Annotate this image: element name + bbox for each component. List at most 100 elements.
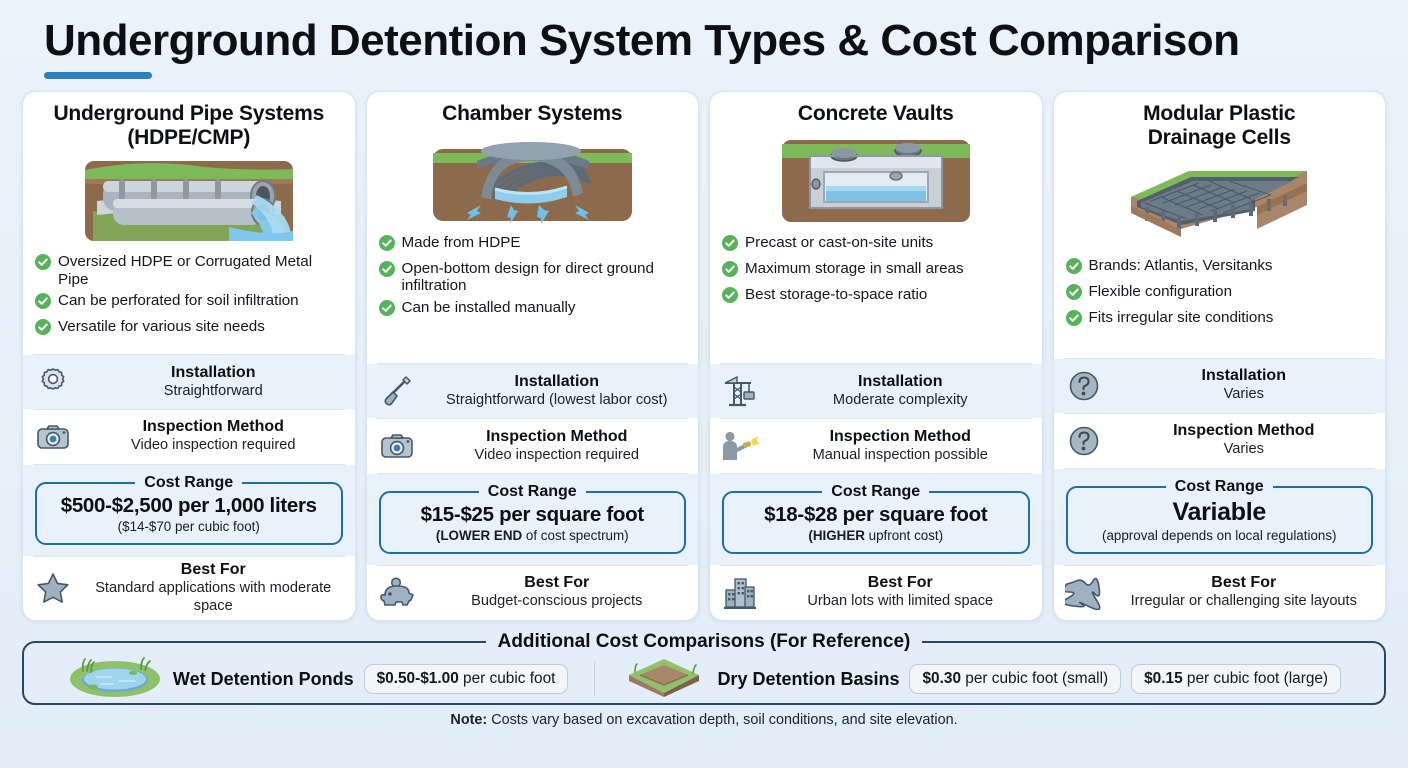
cost-range-section: Cost Range $500-$2,500 per 1,000 liters … xyxy=(23,465,355,556)
cost-subtext-rest: of cost spectrum) xyxy=(522,528,629,544)
feature-text: Open-bottom design for direct ground inf… xyxy=(401,259,654,295)
feature-item: Made from HDPE xyxy=(378,233,687,256)
installation-row: Installation Moderate complexity xyxy=(710,364,1042,419)
check-circle-icon xyxy=(378,260,395,282)
cost-amount-line: $15-$25 per square foot xyxy=(387,503,679,527)
feature-list: Precast or cast-on-site units Maximum st… xyxy=(710,232,1042,364)
card-title-line1: Chamber Systems xyxy=(442,102,623,126)
cost-subtext-emphasis: (LOWER END xyxy=(435,528,523,544)
cost-amount: Variable xyxy=(1172,498,1267,527)
card-chamber-systems[interactable]: Chamber Systems xyxy=(365,91,699,622)
inspection-value: Video inspection required xyxy=(131,437,296,454)
best-for-value: Standard applications with moderate spac… xyxy=(95,579,332,615)
city-buildings-icon xyxy=(720,576,760,610)
cost-amount: $15-$25 xyxy=(420,503,494,527)
feature-text: Versatile for various site needs xyxy=(58,318,265,336)
footnote: Note: Costs vary based on excavation dep… xyxy=(22,712,1386,728)
cost-pill-unit: per cubic foot (small) xyxy=(961,670,1109,688)
question-mark-icon xyxy=(1064,424,1104,458)
inspection-label: Inspection Method xyxy=(829,427,971,445)
feature-item: Maximum storage in small areas xyxy=(722,260,1030,282)
installation-row: Installation Varies xyxy=(1053,359,1385,414)
piggy-bank-icon xyxy=(377,577,417,609)
wet-pond-icon xyxy=(67,655,163,704)
reference-item-dry-detention-basins: Dry Detention Basins $0.30 per cubic foo… xyxy=(621,655,1342,704)
cost-unit: per 1,000 liters xyxy=(177,494,317,518)
installation-label: Installation xyxy=(171,363,256,381)
cost-unit: per square foot xyxy=(499,503,644,527)
cost-range-label: Cost Range xyxy=(144,474,234,492)
divider xyxy=(33,555,345,557)
feature-item: Fits irregular site conditions xyxy=(1065,309,1374,331)
cost-pill-unit: per cubic foot xyxy=(458,670,556,688)
modular-cells-illustration xyxy=(1054,155,1386,251)
cost-amount: $18-$28 xyxy=(764,503,838,527)
cost-subtext-rest: upfront cost) xyxy=(864,528,944,544)
feature-text: Maximum storage in small areas xyxy=(745,259,964,277)
feature-text: Oversized HDPE or Corrugated Metal Pipe xyxy=(58,253,313,288)
inspection-row: Inspection Method Video inspection requi… xyxy=(367,419,699,473)
shovel-icon xyxy=(377,374,417,408)
best-for-body: Best For Urban lots with limited space xyxy=(769,574,1032,611)
concrete-vault-illustration xyxy=(710,132,1042,228)
camera-icon xyxy=(377,431,417,461)
feature-list: Oversized HDPE or Corrugated Metal Pipe … xyxy=(23,251,355,354)
card-underground-pipe-systems[interactable]: Underground Pipe Systems (HDPE/CMP) xyxy=(22,91,356,622)
divider xyxy=(720,418,1032,420)
card-title-line1: Modular Plastic xyxy=(1143,102,1296,126)
divider xyxy=(1063,358,1375,360)
best-for-row: Best For Urban lots with limited space xyxy=(710,566,1042,620)
best-for-label: Best For xyxy=(180,560,246,578)
installation-value: Straightforward xyxy=(163,382,263,399)
cost-pill: $0.30 per cubic foot (small) xyxy=(909,664,1122,695)
check-circle-icon xyxy=(1065,310,1082,331)
divider xyxy=(1063,468,1375,470)
feature-text: Made from HDPE xyxy=(401,233,521,251)
reference-legend: Additional Cost Comparisons (For Referen… xyxy=(497,631,911,653)
card-modular-plastic-drainage-cells[interactable]: Modular Plastic Drainage Cells xyxy=(1052,91,1386,622)
cost-pill: $0.15 per cubic foot (large) xyxy=(1131,664,1342,695)
divider xyxy=(33,354,345,356)
arch-chamber-illustration xyxy=(367,132,699,228)
card-header: Underground Pipe Systems (HDPE/CMP) xyxy=(23,92,355,149)
reference-item-label: Wet Detention Ponds xyxy=(172,668,354,689)
divider xyxy=(1063,565,1375,567)
crane-icon xyxy=(720,374,760,408)
best-for-row: Best For Irregular or challenging site l… xyxy=(1054,566,1386,620)
gear-icon xyxy=(33,365,73,399)
feature-text: Can be installed manually xyxy=(401,298,576,316)
divider xyxy=(33,409,345,411)
card-header: Modular Plastic Drainage Cells xyxy=(1054,92,1386,149)
check-circle-icon xyxy=(722,234,738,256)
title-underline xyxy=(44,72,152,80)
flashlight-person-icon xyxy=(720,430,760,462)
check-circle-icon xyxy=(35,319,51,340)
cost-pill-amount: $0.15 xyxy=(1144,670,1183,688)
page-header: Underground Detention System Types & Cos… xyxy=(22,17,1386,80)
feature-item: Oversized HDPE or Corrugated Metal Pipe xyxy=(35,253,343,288)
check-circle-icon xyxy=(1065,284,1082,305)
inspection-row: Inspection Method Video inspection requi… xyxy=(23,410,355,464)
card-header: Chamber Systems xyxy=(367,92,699,126)
footnote-prefix: Note: xyxy=(450,712,488,729)
cost-range-label: Cost Range xyxy=(831,483,921,501)
cost-range-section: Cost Range Variable (approval depends on… xyxy=(1053,469,1385,566)
card-concrete-vaults[interactable]: Concrete Vaults xyxy=(709,91,1043,622)
feature-item: Flexible configuration xyxy=(1065,283,1374,305)
installation-value: Straightforward (lowest labor cost) xyxy=(446,391,668,408)
inspection-value: Video inspection required xyxy=(474,446,639,463)
buried-pipes-illustration xyxy=(23,155,355,247)
divider xyxy=(1063,413,1375,415)
card-header: Concrete Vaults xyxy=(710,92,1042,126)
card-title-line1: Underground Pipe Systems xyxy=(53,102,325,126)
cost-range-section: Cost Range $18-$28 per square foot (HIGH… xyxy=(710,474,1042,566)
card-title-line2: Drainage Cells xyxy=(1147,125,1291,149)
cost-range-label: Cost Range xyxy=(1174,478,1264,496)
cost-range-box: Cost Range $15-$25 per square foot (LOWE… xyxy=(378,483,686,555)
camera-icon xyxy=(33,422,73,452)
cost-unit: per square foot xyxy=(842,503,988,527)
card-title: Concrete Vaults xyxy=(720,102,1032,126)
dry-basin-icon xyxy=(621,655,707,704)
cost-range-box: Cost Range Variable (approval depends on… xyxy=(1065,478,1373,555)
